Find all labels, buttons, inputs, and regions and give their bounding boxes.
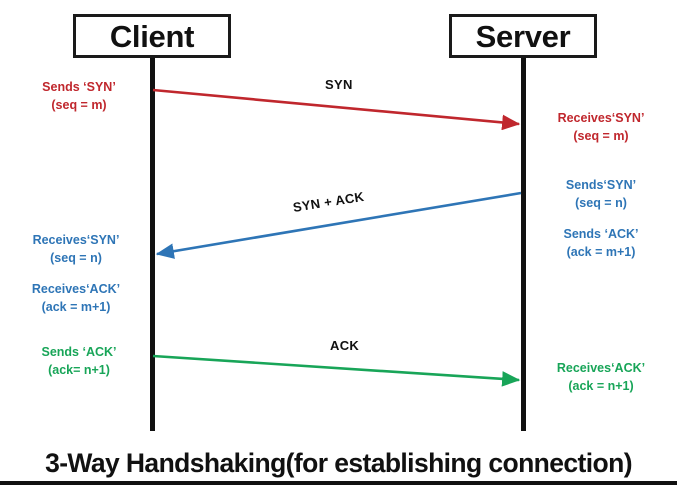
- client-receives-ack-line2: (ack = m+1): [41, 299, 111, 314]
- diagram-caption: 3-Way Handshaking(for establishing conne…: [0, 448, 677, 485]
- client-receives-syn-line1: Receives‘SYN’: [32, 233, 120, 247]
- ack-arrow-label: ACK: [330, 338, 360, 353]
- server-sends-ack-annotation: Sends ‘ACK’ (ack = m+1): [536, 226, 666, 262]
- syn-arrow: [152, 88, 521, 131]
- server-receives-syn-line1: Receives‘SYN’: [557, 111, 645, 125]
- server-sends-ack-line1: Sends ‘ACK’: [563, 227, 639, 241]
- client-node-box: Client: [73, 14, 231, 58]
- ack-arrow: [152, 354, 521, 387]
- server-lifeline: [521, 58, 526, 431]
- server-receives-syn-annotation: Receives‘SYN’ (seq = m): [536, 110, 666, 146]
- server-node-label: Server: [475, 18, 571, 54]
- client-sends-syn-line2: (seq = m): [51, 97, 107, 112]
- server-sends-syn-annotation: Sends‘SYN’ (seq = n): [536, 177, 666, 213]
- client-node-label: Client: [109, 18, 195, 54]
- client-sends-syn-line1: Sends ‘SYN’: [42, 80, 116, 94]
- server-node-box: Server: [449, 14, 597, 58]
- client-sends-ack-line2: (ack= n+1): [48, 362, 110, 377]
- client-sends-syn-annotation: Sends ‘SYN’ (seq = m): [14, 79, 144, 115]
- server-sends-syn-line1: Sends‘SYN’: [565, 178, 637, 192]
- server-sends-ack-line2: (ack = m+1): [566, 244, 636, 259]
- client-receives-syn-line2: (seq = n): [50, 250, 102, 265]
- client-receives-ack-line1: Receives‘ACK’: [31, 282, 121, 296]
- client-lifeline: [150, 58, 155, 431]
- syn-ack-arrow: [155, 191, 522, 259]
- client-receives-ack-annotation: Receives‘ACK’ (ack = m+1): [8, 281, 144, 317]
- server-receives-syn-line2: (seq = m): [573, 128, 629, 143]
- client-receives-syn-annotation: Receives‘SYN’ (seq = n): [8, 232, 144, 268]
- syn-arrow-label: SYN: [325, 77, 353, 92]
- client-sends-ack-line1: Sends ‘ACK’: [41, 345, 117, 359]
- server-receives-ack-line1: Receives‘ACK’: [556, 361, 646, 375]
- server-receives-ack-line2: (ack = n+1): [568, 378, 634, 393]
- server-receives-ack-annotation: Receives‘ACK’ (ack = n+1): [536, 360, 666, 396]
- server-sends-syn-line2: (seq = n): [575, 195, 627, 210]
- client-sends-ack-annotation: Sends ‘ACK’ (ack= n+1): [14, 344, 144, 380]
